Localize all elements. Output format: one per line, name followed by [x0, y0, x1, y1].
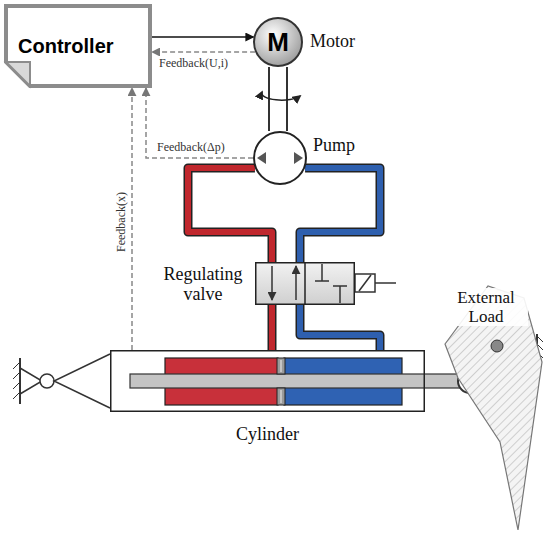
feedback-line	[146, 88, 253, 158]
drawing-part	[13, 372, 20, 379]
control-signal	[152, 37, 254, 38]
connector-path	[131, 88, 133, 350]
pipe-outline	[300, 305, 380, 350]
ground-hatch	[13, 362, 20, 399]
pump-port-triangle	[294, 152, 303, 164]
valve-divider	[304, 262, 306, 305]
controller-outline	[6, 6, 150, 86]
motor-symbol: M	[253, 28, 303, 56]
pipe-outline	[300, 168, 380, 262]
drawing-part	[13, 392, 20, 399]
edge-label: Feedback(U,i)	[158, 56, 229, 70]
pipe-fill	[188, 168, 272, 262]
hydraulic-cylinder: Cylinder	[110, 350, 425, 412]
feedback-line	[152, 52, 255, 53]
pump-port-triangle	[257, 152, 266, 164]
node-outline	[255, 262, 355, 305]
valve-cell	[255, 262, 305, 305]
node-outline	[253, 131, 307, 185]
hinge-pin	[40, 374, 54, 388]
node-label: External Load	[444, 288, 528, 326]
piston	[277, 388, 285, 405]
load-pivot	[491, 340, 503, 352]
drawing-part	[13, 362, 20, 369]
motor-circle: MMotor	[253, 17, 303, 67]
blocked-port	[315, 264, 329, 281]
piston	[277, 358, 285, 374]
edge-label: Feedback(Δp)	[156, 140, 226, 154]
external-load: External Load	[438, 282, 546, 534]
connector-path	[152, 36, 254, 38]
drawing-part	[13, 382, 20, 389]
piston-seal	[281, 390, 282, 403]
piston-seal	[281, 360, 282, 372]
node-label: Motor	[310, 31, 355, 51]
ground-wall	[19, 358, 21, 404]
controller-box: Controller	[4, 4, 152, 88]
box-outline	[256, 263, 355, 305]
node-outline	[110, 350, 425, 412]
edge-label: Feedback(x)	[114, 191, 128, 253]
solenoid-coil	[359, 275, 371, 291]
return-pipe	[300, 305, 380, 350]
box-outline	[111, 351, 425, 412]
node-label: Cylinder	[110, 424, 425, 444]
solenoid	[355, 274, 375, 292]
feedback-line	[132, 88, 133, 350]
solenoid-stub	[375, 282, 396, 284]
pump-circle: Pump	[253, 131, 307, 185]
motor-shaft	[278, 67, 279, 131]
node-label: Controller	[18, 34, 114, 58]
piston-rod	[130, 374, 460, 388]
pump-outline	[254, 132, 306, 184]
pipe-outline	[268, 305, 277, 350]
cylinder-cap	[54, 354, 110, 408]
motor-outline	[254, 18, 302, 66]
flow-arrow	[295, 266, 297, 300]
pressure-pipe	[188, 168, 272, 262]
connector-path	[146, 88, 253, 158]
pipe-fill	[300, 168, 380, 262]
folded-corner	[6, 62, 30, 86]
connector-path	[152, 51, 255, 53]
rotation-arrow	[262, 92, 300, 100]
regulating-valve: Regulating valve	[255, 262, 355, 305]
load-surface	[445, 286, 542, 530]
pipe-fill	[269, 305, 275, 350]
return-pipe	[300, 168, 380, 262]
blocked-port	[333, 286, 347, 303]
valve-cell	[305, 262, 355, 305]
pipe-fill	[300, 305, 380, 350]
flow-arrow	[271, 266, 273, 300]
pipe-outline	[188, 168, 272, 262]
node-label: Pump	[313, 135, 355, 155]
node-label: Regulating valve	[157, 264, 249, 304]
hinge-bracket	[20, 368, 42, 394]
drawing-part	[537, 336, 543, 342]
pressure-pipe	[272, 305, 273, 350]
